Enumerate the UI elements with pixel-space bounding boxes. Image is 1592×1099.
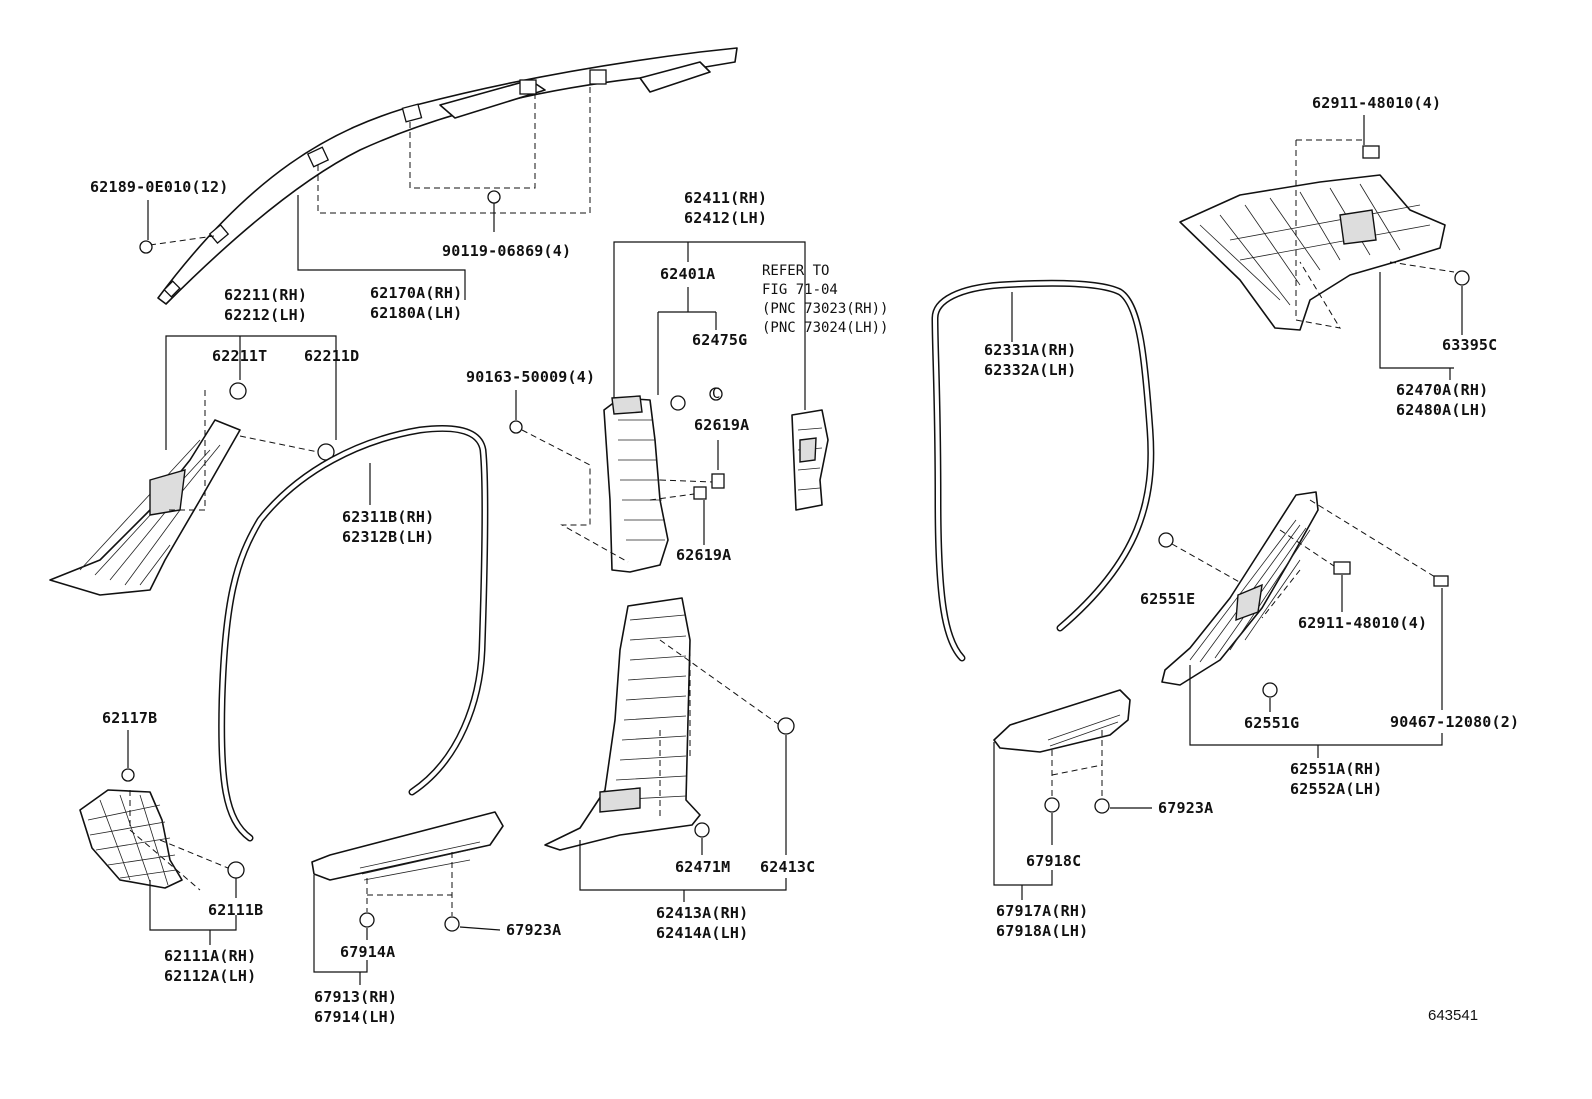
label-67923A-right: 67923A: [1158, 799, 1213, 817]
note-fig: FIG 71-04: [762, 282, 838, 298]
label-62211T: 62211T: [212, 347, 267, 365]
label-62413C: 62413C: [760, 858, 815, 876]
label-62551A: 62551A(RH): [1290, 760, 1382, 778]
label-62551E: 62551E: [1140, 590, 1195, 608]
center-pillar-upper-garnish: [521, 395, 725, 573]
label-62401A: 62401A: [660, 265, 715, 283]
label-62331A: 62331A(RH): [984, 341, 1076, 359]
label-67918C: 67918C: [1026, 852, 1081, 870]
label-62189-0E010: 62189-0E010(12): [90, 178, 228, 196]
front-pillar-garnish: [49, 382, 335, 596]
rear-scuff-plate: [993, 689, 1131, 814]
label-67923A-left: 67923A: [506, 921, 561, 939]
label-62312B: 62312B(LH): [342, 528, 434, 546]
label-90163-50009: 90163-50009(4): [466, 368, 595, 386]
label-62480A: 62480A(LH): [1396, 401, 1488, 419]
label-67914: 67914(LH): [314, 1008, 397, 1026]
label-90119-06869: 90119-06869(4): [442, 242, 571, 260]
label-62911-48010-mid: 62911-48010(4): [1298, 614, 1427, 632]
label-67913: 67913(RH): [314, 988, 397, 1006]
label-63395C: 63395C: [1442, 336, 1497, 354]
label-62414A: 62414A(LH): [656, 924, 748, 942]
label-62411: 62411(RH): [684, 189, 767, 207]
label-67918A: 67918A(LH): [996, 922, 1088, 940]
label-62111A: 62111A(RH): [164, 947, 256, 965]
svg-text:C: C: [712, 386, 720, 402]
label-62111B: 62111B: [208, 901, 263, 919]
label-62112A: 62112A(LH): [164, 967, 256, 985]
label-62117B: 62117B: [102, 709, 157, 727]
note-pnc-lh: (PNC 73024(LH)): [762, 320, 888, 336]
label-62180A: 62180A(LH): [370, 304, 462, 322]
label-67914A: 67914A: [340, 943, 395, 961]
roof-airbag-assembly: [139, 47, 738, 305]
label-62170A: 62170A(RH): [370, 284, 462, 302]
label-62911-48010-top: 62911-48010(4): [1312, 94, 1441, 112]
label-62211-rh: 62211(RH): [224, 286, 307, 304]
seatbelt-cover: [791, 409, 829, 511]
label-62311B: 62311B(RH): [342, 508, 434, 526]
cowl-side-trim: [79, 789, 245, 891]
label-62471M: 62471M: [675, 858, 730, 876]
front-scuff-plate: [311, 811, 504, 932]
label-62475G: 62475G: [692, 331, 747, 349]
rear-door-weatherstrip: [931, 279, 1155, 662]
label-62619A-bottom: 62619A: [676, 546, 731, 564]
label-62552A: 62552A(LH): [1290, 780, 1382, 798]
note-refer-to: REFER TO: [762, 263, 829, 279]
center-pillar-lower-garnish: [544, 597, 795, 851]
label-90467-12080: 90467-12080(2): [1390, 713, 1519, 731]
label-62551G: 62551G: [1244, 714, 1299, 732]
label-62332A: 62332A(LH): [984, 361, 1076, 379]
rear-package-trim: [1179, 139, 1470, 331]
label-62470A: 62470A(RH): [1396, 381, 1488, 399]
rear-pillar-garnish: [1161, 491, 1449, 698]
label-62211D: 62211D: [304, 347, 359, 365]
diagram-id: 643541: [1428, 1007, 1478, 1024]
label-62413A: 62413A(RH): [656, 904, 748, 922]
label-62212-lh: 62212(LH): [224, 306, 307, 324]
label-62412: 62412(LH): [684, 209, 767, 227]
note-pnc-rh: (PNC 73023(RH)): [762, 301, 888, 317]
label-62619A-top: 62619A: [694, 416, 749, 434]
front-door-weatherstrip: [218, 424, 489, 842]
label-67917A: 67917A(RH): [996, 902, 1088, 920]
